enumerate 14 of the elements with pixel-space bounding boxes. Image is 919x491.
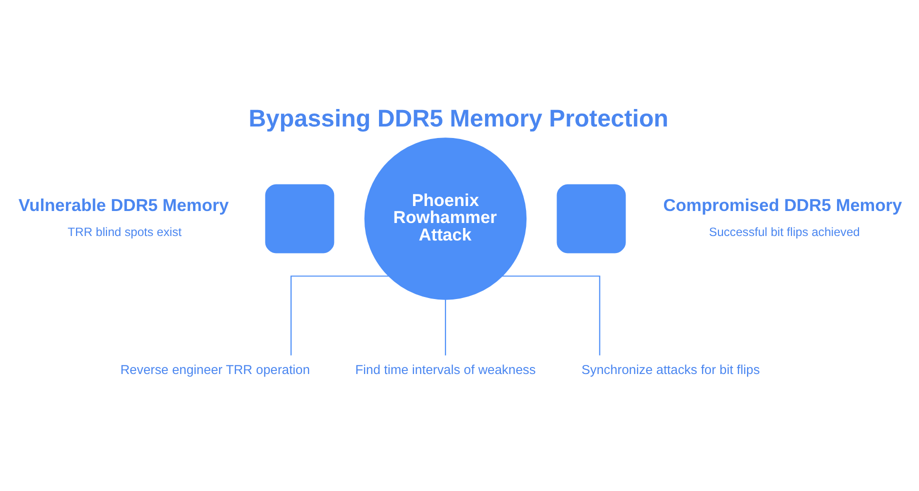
diagram-title: Bypassing DDR5 Memory Protection [248,105,668,132]
node-label: Successful bit flips achieved [709,225,860,240]
node-label: TRR blind spots exist [68,225,182,240]
node-label: Vulnerable DDR5 Memory [18,194,229,215]
connector [290,276,389,356]
connector [444,300,446,356]
node-box [556,184,626,254]
node-text: Find time intervals of weakness [355,362,536,378]
node-label: Compromised DDR5 Memory [663,194,902,215]
node-text: Synchronize attacks for bit flips [581,362,760,378]
connector [502,276,600,356]
node-circle: Phoenix Rowhammer Attack [364,138,527,300]
node-text: Reverse engineer TRR operation [120,362,310,378]
node-box [265,184,334,254]
